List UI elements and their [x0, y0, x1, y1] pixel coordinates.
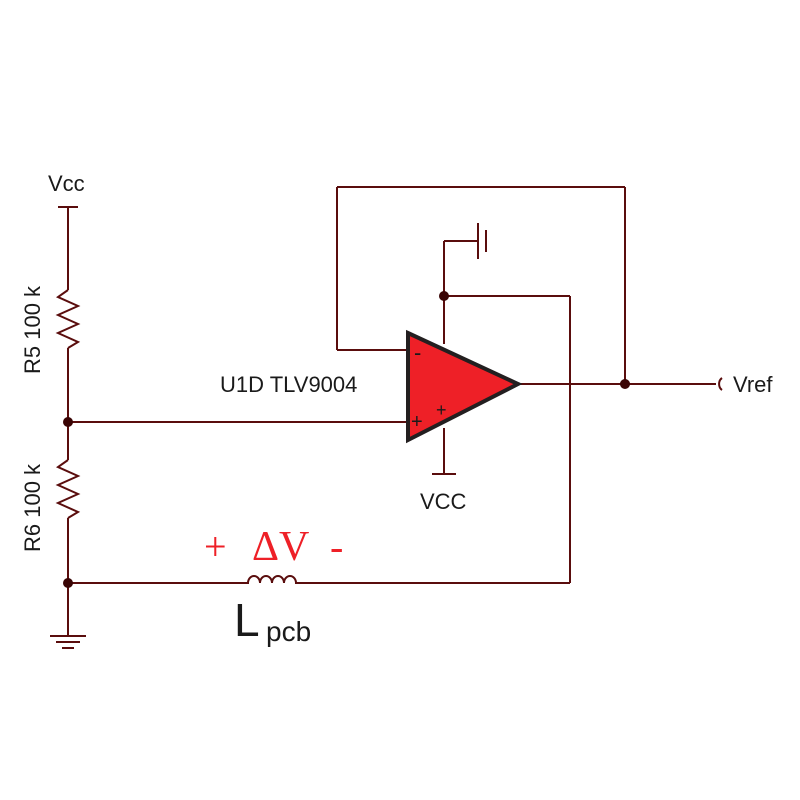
node-divider-bottom [63, 578, 73, 588]
vref-port-symbol [718, 377, 723, 391]
node-output [620, 379, 630, 389]
opamp-name-label: U1D TLV9004 [220, 372, 357, 397]
node-divider-mid [63, 417, 73, 427]
r6-label: R6 100 k [20, 463, 45, 552]
junction-nodes [63, 291, 630, 588]
lpcb-subscript-label: pcb [266, 616, 311, 647]
vcc-supply-label: VCC [420, 489, 467, 514]
vcc-top-label: Vcc [48, 171, 85, 196]
r5-label: R5 100 k [20, 285, 45, 374]
opamp-plus-pin-label: + [411, 411, 423, 433]
node-supply [439, 291, 449, 301]
delta-v-plus-sign: + [204, 524, 227, 569]
delta-v-minus-sign: - [330, 524, 343, 569]
opamp-u1d-body [406, 329, 523, 444]
opamp-minus-pin-label: - [414, 340, 421, 365]
opamp-supply-plus-label: + [436, 400, 447, 420]
inductor-lpcb-symbol [232, 575, 312, 584]
vref-label: Vref [733, 372, 773, 397]
lpcb-main-label: L [234, 594, 260, 646]
resistor-r5-symbol [55, 289, 81, 349]
resistor-r6-symbol [55, 459, 81, 519]
wires [50, 186, 723, 649]
delta-v-label: ΔV [252, 524, 309, 570]
